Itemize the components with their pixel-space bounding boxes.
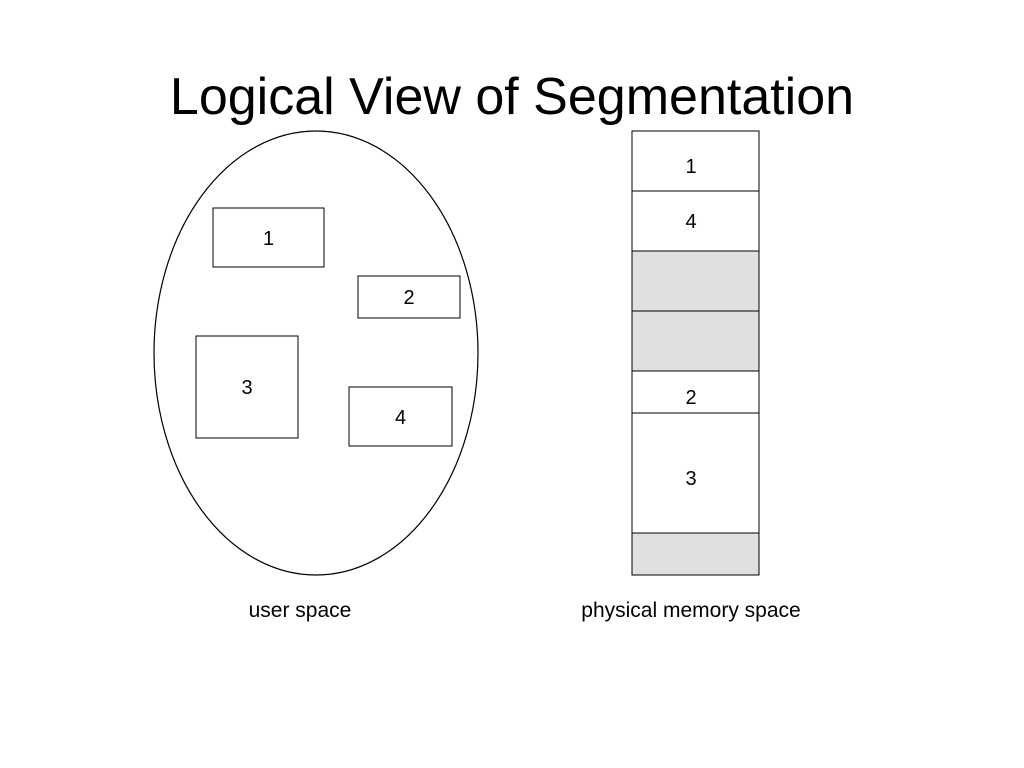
memory-block-7 (631, 532, 760, 576)
memory-block-5-label: 2 (685, 387, 696, 409)
user-segment-2-label: 2 (403, 287, 414, 309)
user-segment-2: 2 (357, 275, 461, 319)
memory-block-1: 1 (631, 130, 760, 192)
memory-block-3-rect (631, 250, 760, 312)
user-segment-4-label: 4 (395, 407, 406, 429)
user-segment-4: 4 (348, 386, 453, 447)
memory-block-5: 2 (631, 370, 760, 414)
memory-block-4-rect (631, 310, 760, 372)
memory-block-7-rect (631, 532, 760, 576)
user-segment-1-label: 1 (263, 228, 274, 250)
memory-block-2: 4 (631, 190, 760, 252)
user-segment-3-label: 3 (241, 377, 252, 399)
memory-block-3 (631, 250, 760, 312)
memory-block-1-rect (631, 130, 760, 192)
user-space: 1 2 3 4 user space (153, 130, 479, 622)
memory-block-2-label: 4 (685, 211, 696, 233)
memory-block-5-rect (631, 370, 760, 414)
user-segment-1: 1 (212, 207, 325, 268)
memory-block-6: 3 (631, 412, 760, 534)
user-space-caption: user space (249, 599, 352, 622)
memory-block-1-label: 1 (685, 156, 696, 178)
page-title: Logical View of Segmentation (169, 68, 855, 126)
physical-memory: 1 4 2 3 physical memory space (581, 130, 801, 622)
user-segment-3: 3 (195, 335, 299, 439)
physical-memory-caption: physical memory space (581, 599, 800, 622)
memory-block-4 (631, 310, 760, 372)
memory-block-6-label: 3 (685, 468, 696, 490)
user-space-ellipse (153, 130, 479, 576)
